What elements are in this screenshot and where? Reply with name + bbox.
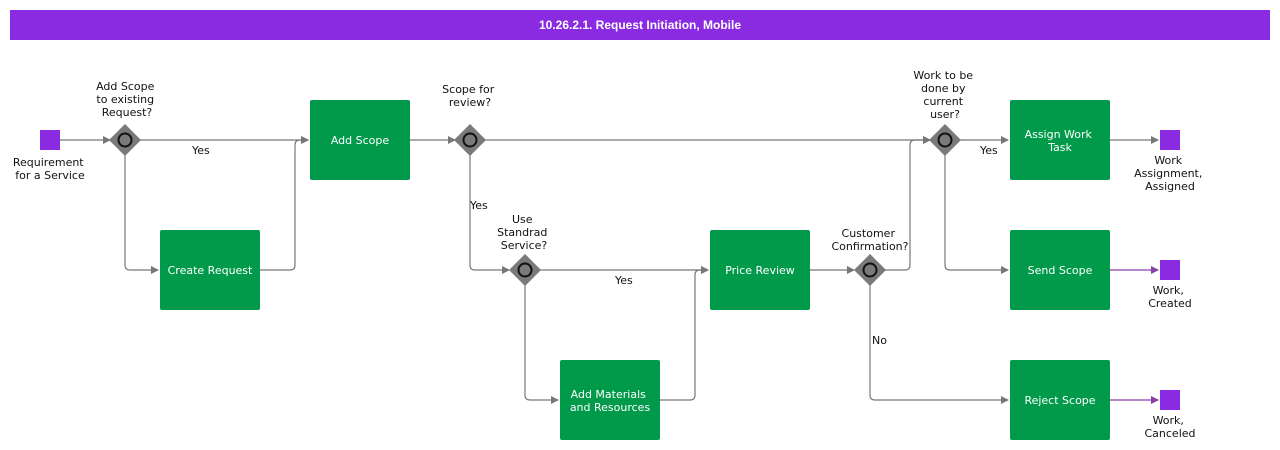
- task-box: [1010, 100, 1110, 180]
- task-price-review[interactable]: Price Review: [710, 230, 810, 310]
- task-label: Price Review: [725, 264, 795, 277]
- start-event[interactable]: [40, 130, 60, 150]
- gateway-scope-for-review[interactable]: [454, 124, 486, 156]
- flow-add-materials-to-price-review: [660, 266, 709, 401]
- gateway-use-standard-service-label: Use Standrad Service?: [497, 213, 551, 252]
- task-send-scope[interactable]: Send Scope: [1010, 230, 1110, 310]
- gateway-scope-for-review-label: Scope for review?: [442, 83, 498, 109]
- gateway-marker-icon: [937, 132, 953, 148]
- sequence-flows: [60, 136, 1159, 404]
- task-label: Send Scope: [1028, 264, 1093, 277]
- task-box: [560, 360, 660, 440]
- task-label: Create Request: [168, 264, 253, 277]
- events: Requirement for a Service Work Assignmen…: [13, 130, 1206, 440]
- task-label: Assign Work Task: [1025, 128, 1096, 154]
- task-label: Reject Scope: [1024, 394, 1095, 407]
- task-box: [1010, 360, 1110, 440]
- end-event-created[interactable]: [1160, 260, 1180, 280]
- task-add-scope[interactable]: Add Scope: [310, 100, 410, 180]
- task-reject-scope[interactable]: Reject Scope: [1010, 360, 1110, 440]
- gateway-use-standard-service[interactable]: [509, 254, 541, 286]
- gateway-marker-icon: [117, 132, 133, 148]
- gateway-customer-confirmation[interactable]: [854, 254, 886, 286]
- gateway-customer-confirmation-label: Customer Confirmation?: [831, 227, 908, 253]
- edge-label-no-confirmation: No: [872, 334, 887, 347]
- end-event-assigned-label: Work Assignment, Assigned: [1134, 154, 1206, 193]
- flow-create-request-to-add-scope: [260, 136, 309, 271]
- gateway-marker-icon: [517, 262, 533, 278]
- flow-gateway1-to-create-request: [124, 154, 159, 274]
- flow-gateway4-to-gateway5: [884, 136, 931, 271]
- edge-labels: Yes Yes Yes No Yes: [191, 144, 998, 347]
- task-label: Add Materials and Resources: [570, 388, 651, 414]
- task-label: Add Scope: [331, 134, 390, 147]
- task-box: [1010, 230, 1110, 310]
- edge-label-yes-current-user: Yes: [979, 144, 998, 157]
- tasks: Add Scope Create Request Price Review Ad…: [160, 100, 1110, 440]
- flow-gateway5-to-send-scope: [944, 154, 1009, 274]
- task-assign-work-task[interactable]: Assign Work Task: [1010, 100, 1110, 180]
- gateway-work-current-user-label: Work to be done by current user?: [913, 69, 976, 121]
- gateways: Add Scope to existing Request? Scope for…: [96, 69, 976, 286]
- start-event-label: Requirement for a Service: [13, 156, 87, 182]
- gateway-work-current-user[interactable]: [929, 124, 961, 156]
- task-box: [710, 230, 810, 310]
- gateway-marker-icon: [862, 262, 878, 278]
- gateway-marker-icon: [462, 132, 478, 148]
- flow-gateway2-yes-to-gateway3: [469, 154, 510, 274]
- flow-gateway3-to-add-materials: [524, 284, 559, 404]
- end-event-canceled[interactable]: [1160, 390, 1180, 410]
- edge-label-yes-review: Yes: [469, 199, 488, 212]
- end-event-created-label: Work, Created: [1148, 284, 1192, 310]
- task-box: [310, 100, 410, 180]
- task-create-request[interactable]: Create Request: [160, 230, 260, 310]
- edge-label-yes-existing: Yes: [191, 144, 210, 157]
- end-event-assigned[interactable]: [1160, 130, 1180, 150]
- task-box: [160, 230, 260, 310]
- gateway-add-scope-existing-label: Add Scope to existing Request?: [96, 80, 158, 119]
- flow-gateway4-no-to-reject-scope: [869, 284, 1009, 404]
- edge-label-yes-standard: Yes: [614, 274, 633, 287]
- task-add-materials[interactable]: Add Materials and Resources: [560, 360, 660, 440]
- end-event-canceled-label: Work, Canceled: [1144, 414, 1195, 440]
- gateway-add-scope-existing[interactable]: [109, 124, 141, 156]
- diagram-title: 10.26.2.1. Request Initiation, Mobile: [10, 10, 1270, 40]
